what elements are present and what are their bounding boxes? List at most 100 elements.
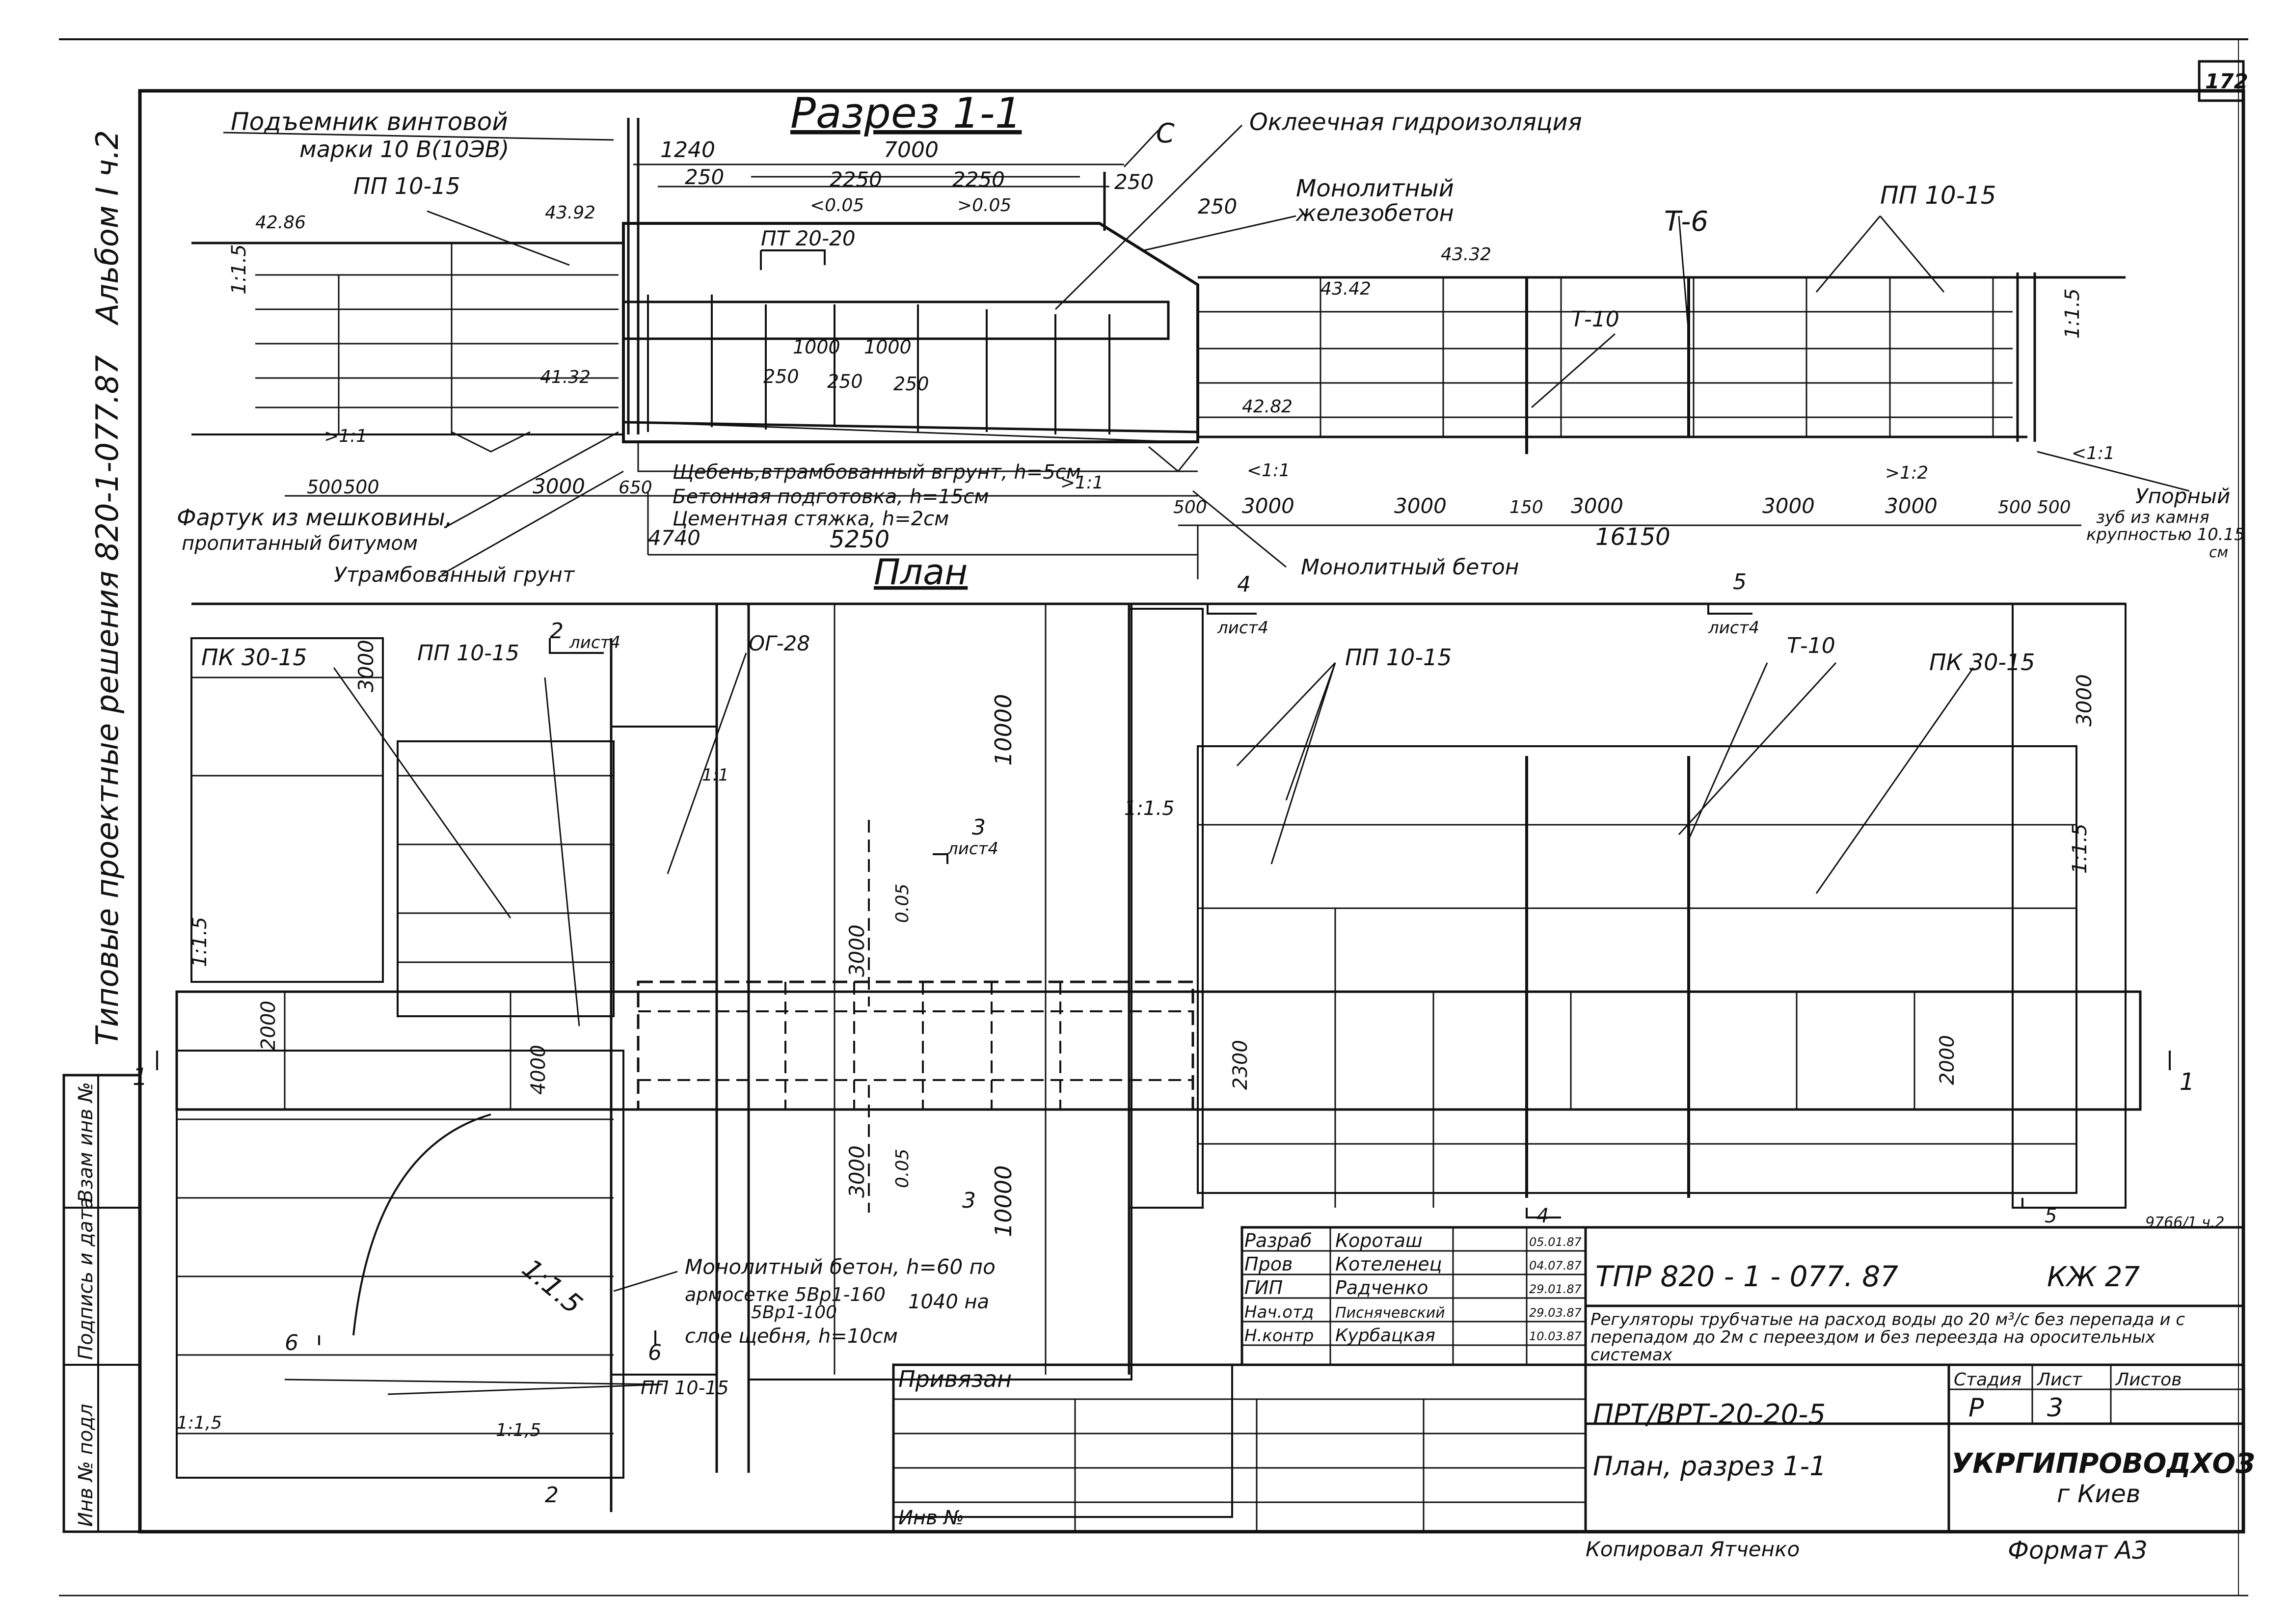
tb-name-4: Писнячевский [1335,1304,1445,1322]
level-43-42: 43.42 [1320,279,1371,299]
plan-slope-top: 0.05 [892,884,913,923]
plan-slope-bottom: 0.05 [892,1149,913,1188]
tb-date-1: 05.01.87 [1529,1235,1582,1249]
pp-label-plan-right: ПП 10-15 [1345,644,1452,671]
series-label: Типовые проектные решения 820-1-077.87 [89,355,125,1046]
title-block [892,1226,2245,1533]
plan-mesh-size-label: 1040 на [908,1291,989,1313]
tb-role-4: Нач.отд [1244,1302,1314,1322]
plan-slope-center-right: 1:1.5 [1124,797,1175,820]
plan-gravel-label: слое щебня, h=10см [685,1325,898,1348]
pk-label-right: ПК 30-15 [1929,649,2035,676]
tb-date-3: 29.01.87 [1529,1282,1582,1296]
side-stamp [62,1074,141,1533]
section-mark-3-top: 3 [972,815,986,840]
section-mark-2-sheet: лист4 [569,633,620,652]
dim-1000b: 1000 [864,336,912,358]
tb-inv: Инв № [898,1507,964,1529]
dim-2250b: 2250 [952,167,1005,191]
plan-view [175,602,2142,1518]
dim-250c: 250 [1198,194,1237,218]
slope-lt: <0.05 [810,195,864,216]
plan-dim-4000: 4000 [527,1045,550,1095]
pp-label-section-right: ПП 10-15 [1880,181,1996,210]
tb-sheets-label: Листов [2115,1370,2182,1390]
tb-role-1: Разраб [1244,1230,1312,1251]
hydro-label: Оклеечная гидроизоляция [1249,108,1582,136]
plan-mesh-label-2: 5Вр1-100 [751,1302,837,1323]
dim-3000d: 3000 [1762,494,1815,518]
slope-1-1-c: <1:1 [1247,460,1290,481]
rammed-soil-label: Утрамбованный грунт [334,563,575,587]
dim-250f: 250 [893,373,929,395]
dim-5250: 5250 [830,526,889,553]
plan-dim-2000-right: 2000 [1936,1035,1959,1085]
tb-sheet-title: План, разрез 1-1 [1593,1451,1827,1482]
tb-name-1: Короташ [1335,1230,1423,1251]
dim-4740: 4740 [648,526,700,550]
level-42-86: 42.86 [255,213,306,233]
plan-monolith-label: Монолитный бетон, h=60 по [685,1255,996,1279]
section-mark-6-left: 6 [285,1330,298,1355]
concrete-prep-label: Бетонная подготовка, h=15см [673,486,989,508]
tb-date-5: 10.03.87 [1529,1329,1582,1343]
plan-slope-left: 1:1.5 [189,917,211,967]
dim-250a: 250 [685,165,724,189]
plan-dim-3000-left: 3000 [354,640,378,692]
dim-500b: 500 [344,476,379,498]
slope-gt: >0.05 [957,195,1011,216]
plan-dim-10000-top: 10000 [990,694,1017,766]
tb-sheet-code: КЖ 27 [2047,1261,2140,1293]
mark-c: С [1156,118,1175,149]
section-mark-5-top: 5 [1733,569,1747,595]
tb-sheet-number: 3 [2047,1393,2063,1423]
plan-slope-bottom-mid: 1:1,5 [496,1420,541,1440]
section-mark-3-sheet: лист4 [947,839,998,859]
lift-label: Подъемник винтовой [231,108,508,136]
level-41-32: 41.32 [540,367,591,387]
t6-label: Т-6 [1664,206,1708,238]
level-42-82: 42.82 [1242,397,1293,417]
dim-500a: 500 [307,476,343,498]
dim-250e: 250 [827,371,863,392]
dim-3000b: 3000 [1394,494,1447,518]
section-mark-1-right: 1 [2180,1068,2195,1096]
dim-3000e: 3000 [1885,494,1938,518]
slope-left-section: 1:1.5 [228,244,250,295]
section-1-1 [191,118,2190,579]
slope-1-1-d: <1:1 [2072,443,2115,463]
level-43-92: 43.92 [545,203,595,223]
tb-sheet-label: Лист [2036,1370,2082,1390]
apron-label: Фартук из мешковины, [177,504,452,531]
tb-role-2: Пров [1244,1253,1293,1275]
section-mark-2-bottom: 2 [545,1483,559,1508]
section-mark-4-bottom: 4 [1536,1205,1549,1227]
tb-description-wrap: Регуляторы трубчатые на расход воды до 2… [1590,1311,2185,1364]
tb-project-code: ТПР 820 - 1 - 077. 87 [1595,1260,1898,1293]
slope-1-2: >1:2 [1885,463,1928,483]
tb-format: Формат А3 [2008,1536,2148,1565]
stamp-signature-date: Подпись и дата [75,1197,97,1360]
dim-150: 150 [1509,497,1543,517]
dim-500c: 500 [1173,497,1207,517]
level-43-32: 43.32 [1441,244,1491,265]
dim-3000a: 3000 [1242,494,1294,518]
tb-stage-label: Стадия [1954,1370,2021,1390]
dim-250b: 250 [1114,170,1154,194]
dim-3000-left: 3000 [533,474,585,498]
dim-16150: 16150 [1595,523,1670,551]
crushed-stone-label: Щебень,втрамбованный вгрунт, h=5см [673,461,1081,484]
plan-dim-3000-right: 3000 [2072,674,2096,727]
cement-screed-label: Цементная стяжка, h=2см [673,508,949,530]
plan-dim-2300: 2300 [1229,1040,1252,1090]
monolith-rc-label: Монолитный [1296,175,1454,202]
pp-label-section-left: ПП 10-15 [353,173,460,199]
dim-1000a: 1000 [793,336,840,358]
plan-slope-right: 1:1.5 [2069,823,2091,874]
og-label: ОГ-28 [749,631,810,655]
section-mark-1-left: 1 [133,1063,148,1091]
tb-drawing-code: ПРТ/ВРТ-20-20-5 [1593,1399,1826,1431]
plan-slope-diagonal: 1:1.5 [516,1253,589,1320]
album-label: Альбом I ч.2 [89,130,125,326]
